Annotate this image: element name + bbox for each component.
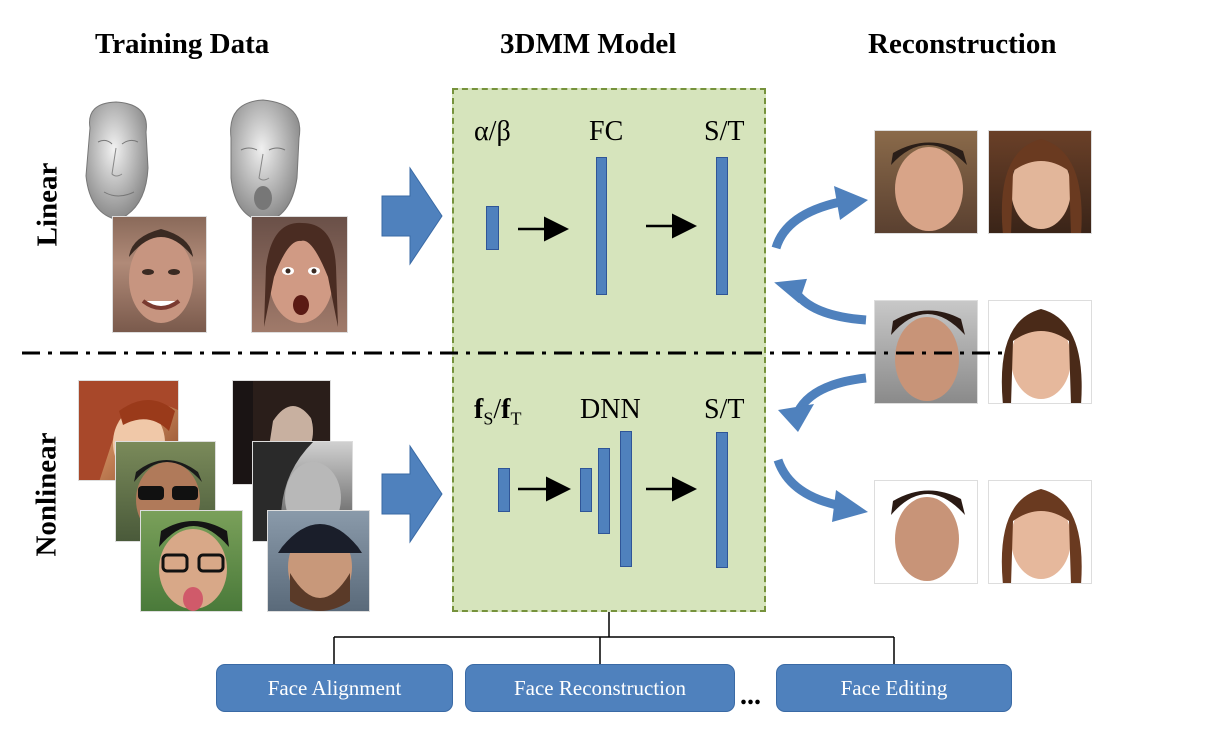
nonlinear-input-label: fS/fT [474, 394, 521, 430]
dnn-layer-2 [598, 448, 610, 534]
linear-input-label: α/β [474, 116, 511, 147]
f-s-symbol: f [474, 394, 484, 425]
recon-arrow-out-nonlinear [773, 458, 843, 511]
header-reconstruction: Reconstruction [868, 28, 1057, 60]
face-scan-2 [219, 98, 307, 226]
recon-arrow-out-linear [771, 197, 841, 250]
input-arrow-nonlinear [381, 444, 443, 544]
linear-fc-vector [596, 157, 607, 295]
recon-nonlinear-male [874, 480, 978, 584]
face-photo-surprised-woman [251, 216, 348, 333]
task-ellipsis: ... [740, 680, 761, 711]
linear-fc-label: FC [589, 116, 624, 147]
task-face-alignment: Face Alignment [216, 664, 453, 712]
f-t-symbol: f [501, 394, 511, 425]
input-arrow-linear [381, 166, 443, 266]
recon-linear-2-female [988, 300, 1092, 404]
linear-input-vector [486, 206, 499, 250]
recon-linear-1-male [874, 130, 978, 234]
nonlinear-output-label: S/T [704, 394, 745, 425]
header-training-data: Training Data [95, 28, 270, 60]
nonlinear-dnn-label: DNN [580, 394, 641, 425]
nonlinear-input-vector [498, 468, 510, 512]
recon-arrow-in-linear [790, 287, 867, 325]
recon-nonlinear-female [988, 480, 1092, 584]
input-separator: / [493, 394, 502, 425]
f-s-subscript: S [483, 408, 494, 429]
nonlinear-output-vector [716, 432, 728, 568]
task-face-reconstruction: Face Reconstruction [465, 664, 735, 712]
task-face-editing: Face Editing [776, 664, 1012, 712]
task-connector [333, 612, 895, 664]
face-photo-glasses-tongue [140, 510, 243, 612]
header-3dmm-model: 3DMM Model [500, 28, 677, 60]
recon-linear-1-female [988, 130, 1092, 234]
linear-output-label: S/T [704, 116, 745, 147]
dnn-layer-3 [620, 431, 632, 567]
linear-output-vector [716, 157, 728, 295]
f-t-subscript: T [510, 408, 522, 429]
face-photo-bearded-man-cap [267, 510, 370, 612]
face-photo-smiling-man [112, 216, 207, 333]
dnn-layer-1 [580, 468, 592, 512]
face-scan-1 [76, 98, 156, 226]
